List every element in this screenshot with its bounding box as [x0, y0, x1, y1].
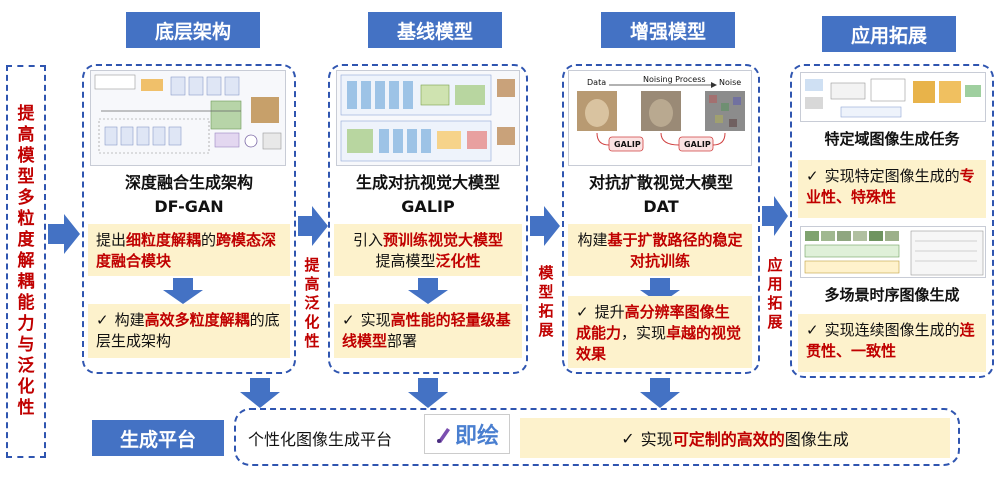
- col2-title: 生成对抗视觉大模型: [355, 173, 500, 192]
- platform-down-arrow-2: [408, 378, 448, 408]
- header-enhanced-model: 增强模型: [601, 12, 735, 48]
- header-base-architecture: 底层架构: [126, 12, 260, 48]
- between-a-char: 化: [304, 313, 320, 331]
- fig-galip-label-2: GALIP: [684, 140, 711, 149]
- left-goal-char: 粒: [17, 209, 35, 229]
- col2-down-arrow: [408, 278, 448, 304]
- header-baseline-model: 基线模型: [368, 12, 502, 48]
- specific-domain-figure: [800, 72, 986, 122]
- col3-down-arrow: [640, 278, 680, 304]
- col3-box2: ✓提升高分辨率图像生成能力，实现卓越的视觉效果: [568, 296, 752, 368]
- left-goal-char: 性: [17, 398, 35, 418]
- between-label-a: 提高泛化性: [299, 256, 325, 351]
- left-goal-char: 提: [17, 104, 35, 124]
- between-c-char: 拓: [767, 294, 783, 312]
- col4-title-b: 多场景时序图像生成: [824, 286, 960, 304]
- header-application-extension: 应用拓展: [822, 16, 956, 52]
- fig-data-label: Data: [587, 78, 606, 87]
- platform-result: ✓实现可定制的高效的图像生成: [520, 418, 950, 458]
- left-goal-char: 模: [17, 146, 35, 166]
- col2-box1: 引入预训练视觉大模型 提高模型泛化性: [334, 224, 522, 276]
- arrow-right-1: [48, 214, 80, 254]
- platform-logo-text: 即绘: [454, 424, 499, 449]
- left-goal-label: 提高模型多粒度解耦能力与泛化性: [10, 104, 42, 419]
- left-goal-char: 耦: [17, 272, 35, 292]
- between-b-char: 展: [538, 321, 554, 339]
- left-goal-char: 泛: [17, 356, 35, 376]
- col4-box-b: ✓实现连续图像生成的连贯性、一致性: [798, 314, 986, 372]
- left-goal-char: 解: [17, 251, 35, 271]
- platform-label: 生成平台: [92, 420, 224, 456]
- between-b-char: 型: [538, 283, 554, 301]
- between-b-char: 拓: [538, 302, 554, 320]
- df-gan-architecture-figure: [90, 70, 286, 166]
- col4-box-a: ✓实现特定图像生成的专业性、特殊性: [798, 160, 986, 218]
- column-baseline-model: [328, 64, 528, 374]
- left-goal-char: 与: [17, 335, 35, 355]
- between-c-char: 用: [767, 275, 783, 293]
- col3-subtitle: DAT: [643, 197, 679, 216]
- column-enhanced-model: [562, 64, 760, 374]
- left-goal-box: [6, 65, 46, 458]
- left-goal-char: 高: [17, 125, 35, 145]
- between-a-char: 泛: [304, 294, 320, 312]
- fig-noise-label: Noise: [719, 78, 741, 87]
- left-goal-char: 度: [17, 230, 35, 250]
- dat-noising-figure: Data Noising Process Noise GALIP GALIP: [568, 70, 752, 166]
- col1-subtitle: DF-GAN: [154, 197, 224, 216]
- platform-down-arrow-1: [240, 378, 280, 408]
- arrow-right-4: [762, 196, 788, 236]
- left-goal-char: 能: [17, 293, 35, 313]
- between-c-char: 应: [767, 256, 783, 274]
- platform-name: 个性化图像生成平台: [248, 430, 393, 449]
- col4-title-a: 特定域图像生成任务: [824, 130, 960, 148]
- col1-box1: 提出细粒度解耦的跨模态深度融合模块: [88, 224, 290, 276]
- between-c-char: 展: [767, 313, 783, 331]
- left-goal-char: 化: [17, 377, 35, 397]
- brush-icon: [436, 428, 450, 443]
- between-label-b: 模型拓展: [533, 264, 559, 340]
- between-a-char: 高: [304, 275, 320, 293]
- between-label-c: 应用拓展: [763, 256, 787, 332]
- platform-logo: 即绘: [424, 414, 510, 454]
- between-b-char: 模: [538, 264, 554, 282]
- between-a-char: 性: [304, 332, 320, 350]
- column-application: [790, 64, 994, 378]
- col3-box1: 构建基于扩散路径的稳定对抗训练: [568, 224, 752, 276]
- left-goal-char: 力: [17, 314, 35, 334]
- left-goal-char: 多: [17, 188, 35, 208]
- col3-title: 对抗扩散视觉大模型: [588, 173, 733, 192]
- platform-down-arrow-3: [640, 378, 680, 408]
- col1-down-arrow: [163, 278, 203, 304]
- col1-title: 深度融合生成架构: [124, 173, 253, 192]
- arrow-right-3: [530, 206, 560, 246]
- fig-galip-label-1: GALIP: [614, 140, 641, 149]
- col2-box2: ✓实现高性能的轻量级基线模型部署: [334, 304, 522, 358]
- col2-subtitle: GALIP: [401, 197, 455, 216]
- between-a-char: 提: [304, 256, 320, 274]
- platform-box: [234, 408, 960, 466]
- multi-scene-figure: [800, 226, 986, 278]
- arrow-right-2: [298, 206, 328, 246]
- galip-architecture-figure: [336, 70, 520, 166]
- col1-box2: ✓构建高效多粒度解耦的底层生成架构: [88, 304, 290, 358]
- left-goal-char: 型: [17, 167, 35, 187]
- fig-noising-label: Noising Process: [643, 75, 706, 84]
- column-base-architecture: [82, 64, 296, 374]
